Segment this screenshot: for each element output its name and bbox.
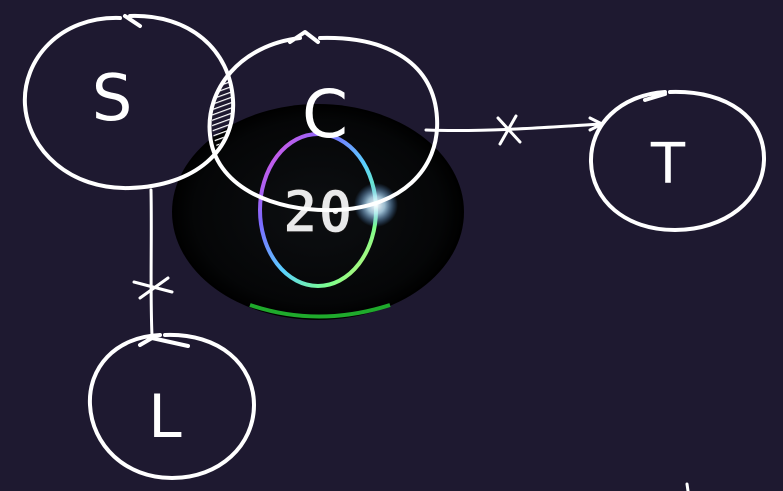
- node-t-label: T: [650, 132, 686, 197]
- edge-s-l-line: [151, 190, 152, 336]
- edge-s-l: [134, 190, 172, 336]
- edge-c-t-line: [426, 124, 600, 131]
- timer-value: 20: [283, 178, 353, 246]
- node-c-label: C: [302, 76, 348, 153]
- edge-c-t: [426, 116, 602, 144]
- edge-s-l-cross-mark: [134, 278, 172, 298]
- node-l-label: L: [148, 382, 182, 452]
- node-s-label: S: [92, 62, 133, 136]
- stray-pen-mark: [687, 484, 688, 491]
- node-l: L: [90, 335, 254, 478]
- node-t: T: [591, 92, 764, 230]
